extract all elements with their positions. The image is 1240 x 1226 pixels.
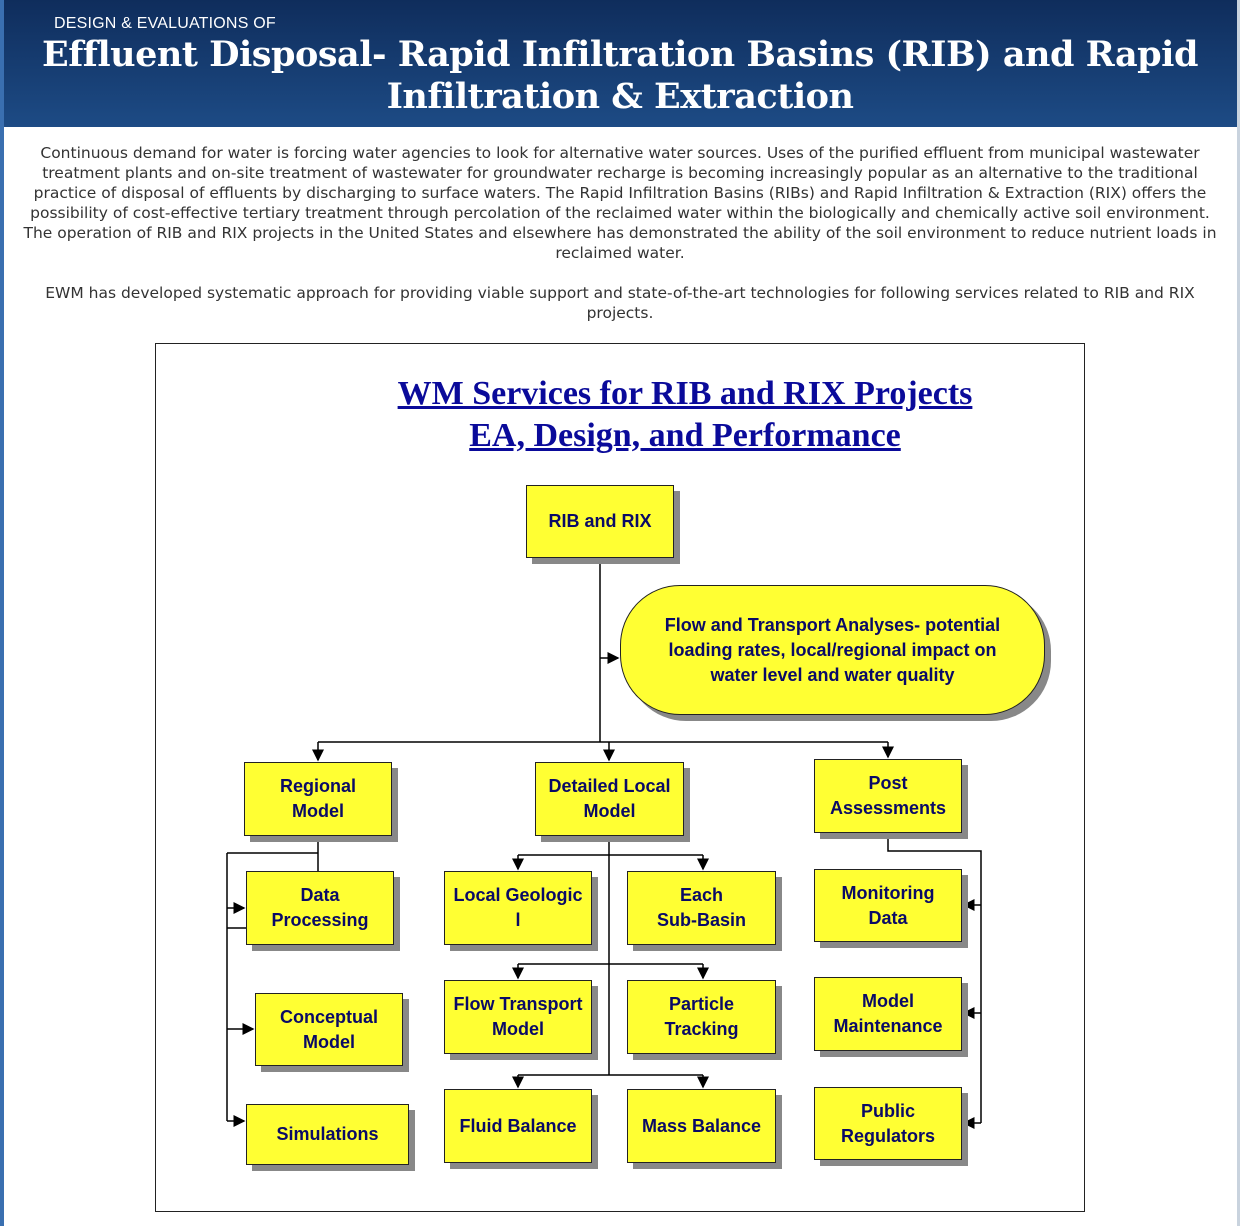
diagram-frame bbox=[155, 343, 1085, 1212]
node-data-processing: Data Processing bbox=[246, 871, 394, 945]
page-title: Effluent Disposal- Rapid Infiltration Ba… bbox=[42, 34, 1198, 117]
node-detailed-local-model: Detailed Local Model bbox=[535, 762, 684, 836]
right-edge-bar bbox=[1237, 0, 1240, 1226]
node-public-regulators: Public Regulators bbox=[814, 1087, 962, 1160]
node-mass-balance: Mass Balance bbox=[627, 1089, 776, 1163]
node-regional-model: Regional Model bbox=[244, 762, 392, 836]
left-edge-bar bbox=[0, 0, 4, 1226]
intro-text: Continuous demand for water is forcing w… bbox=[14, 143, 1226, 343]
node-local-geologic: Local Geologic l bbox=[444, 871, 592, 945]
node-each-sub-basin: Each Sub-Basin bbox=[627, 871, 776, 945]
node-model-maintenance: Model Maintenance bbox=[814, 977, 962, 1051]
node-rib-rix: RIB and RIX bbox=[526, 485, 674, 558]
header-kicker: DESIGN & EVALUATIONS OF bbox=[54, 15, 276, 32]
node-flow-transport-analyses: Flow and Transport Analyses- potential l… bbox=[620, 585, 1045, 715]
diagram-title-line-1[interactable]: WM Services for RIB and RIX Projects bbox=[397, 375, 973, 412]
page-header: DESIGN & EVALUATIONS OF Effluent Disposa… bbox=[0, 0, 1240, 127]
diagram-title-line-2[interactable]: EA, Design, and Performance bbox=[469, 417, 901, 454]
node-conceptual-model: Conceptual Model bbox=[255, 993, 403, 1066]
node-flow-transport-model: Flow Transport Model bbox=[444, 980, 592, 1054]
intro-paragraph-2: EWM has developed systematic approach fo… bbox=[45, 284, 1195, 322]
node-particle-tracking: Particle Tracking bbox=[627, 980, 776, 1054]
intro-paragraph-1: Continuous demand for water is forcing w… bbox=[23, 144, 1217, 262]
node-fluid-balance: Fluid Balance bbox=[444, 1089, 592, 1163]
node-post-assessments: Post Assessments bbox=[814, 759, 962, 833]
node-simulations: Simulations bbox=[246, 1104, 409, 1165]
node-monitoring-data: Monitoring Data bbox=[814, 869, 962, 942]
